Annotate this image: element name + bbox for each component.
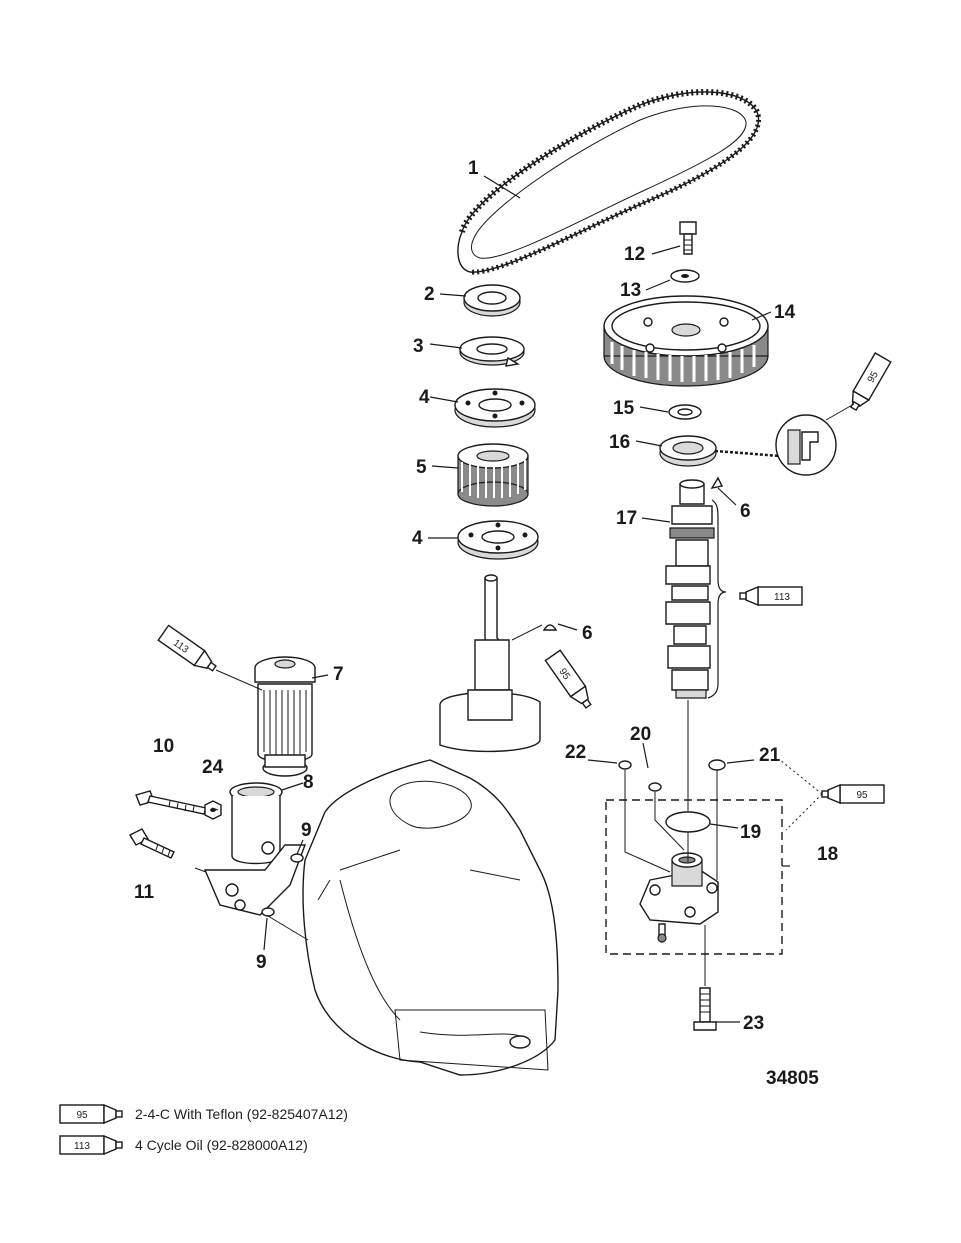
oil-pump-assembly-box <box>605 799 783 955</box>
crankshaft <box>439 574 543 753</box>
callout-15: 15 <box>613 398 635 419</box>
callout-4-upper: 4 <box>419 387 430 408</box>
washer-13 <box>670 269 700 283</box>
oil-seal <box>659 435 717 467</box>
callout-3: 3 <box>413 336 424 357</box>
callout-9-upper: 9 <box>301 820 312 841</box>
tab-washer <box>459 336 525 367</box>
oil-filter <box>254 656 316 777</box>
legend-tube-113: 113 <box>59 1134 123 1156</box>
lube-tube-113-camshaft: 113 <box>739 585 803 607</box>
callout-22: 22 <box>565 742 586 763</box>
lube-tube-95-seal: 95 <box>849 352 892 412</box>
callout-17: 17 <box>616 508 637 529</box>
dowel-9-upper <box>290 853 304 863</box>
o-ring-21 <box>708 759 726 771</box>
legend-tube-95: 95 <box>59 1103 123 1125</box>
bolt-10 <box>135 790 207 815</box>
tube-label: 95 <box>856 790 868 801</box>
seal-detail-inset <box>714 414 837 476</box>
lube-tube-95-pump: 95 <box>821 783 885 805</box>
legend-text: 2-4-C With Teflon (92-825407A12) <box>135 1106 348 1122</box>
oil-pump <box>639 852 719 925</box>
reference-number: 34805 <box>766 1068 819 1089</box>
legend-row-95: 95 2-4-C With Teflon (92-825407A12) <box>59 1103 348 1125</box>
bolt-12 <box>679 221 697 255</box>
legend-tube-label: 113 <box>74 1141 90 1152</box>
flange-plate-upper <box>454 388 536 428</box>
camshaft <box>665 479 715 699</box>
callout-21: 21 <box>759 745 781 766</box>
callout-9-lower: 9 <box>256 952 267 973</box>
callout-4-lower: 4 <box>412 528 423 549</box>
callout-8: 8 <box>303 772 314 793</box>
woodruff-key-cam <box>710 476 724 489</box>
washer-15 <box>668 404 702 420</box>
cylinder-block <box>302 759 559 1076</box>
lube-bracket <box>707 499 727 699</box>
callout-1: 1 <box>468 158 479 179</box>
o-ring-19 <box>665 811 711 833</box>
callout-11: 11 <box>134 882 155 903</box>
woodruff-key-crank <box>542 624 558 631</box>
callout-10: 10 <box>153 736 174 757</box>
callout-5: 5 <box>416 457 427 478</box>
camshaft-pulley <box>603 295 769 387</box>
callout-12: 12 <box>624 244 645 265</box>
nut-24 <box>204 800 222 820</box>
lube-tube-113-filter: 113 <box>157 624 217 672</box>
dowel-22 <box>618 760 632 770</box>
callout-19: 19 <box>740 822 761 843</box>
callout-24: 24 <box>202 757 224 778</box>
crankshaft-sprocket <box>457 443 529 507</box>
dowel-20 <box>648 782 662 792</box>
dowel-9-lower <box>261 907 275 917</box>
callout-13: 13 <box>620 280 641 301</box>
bolt-23 <box>693 987 717 1031</box>
callout-2: 2 <box>424 284 435 305</box>
oil-filter-housing <box>203 782 307 916</box>
callout-7: 7 <box>333 664 344 685</box>
callout-6-crank: 6 <box>582 623 593 644</box>
lube-tube-95-dowel: 95 <box>544 649 592 709</box>
tube-label: 113 <box>774 592 790 603</box>
timing-belt <box>457 88 761 275</box>
callout-14: 14 <box>774 302 796 323</box>
callout-16: 16 <box>609 432 630 453</box>
callout-23: 23 <box>743 1013 764 1034</box>
nut <box>463 284 521 317</box>
pump-screw <box>657 923 667 943</box>
legend-text: 4 Cycle Oil (92-828000A12) <box>135 1137 308 1153</box>
legend-row-113: 113 4 Cycle Oil (92-828000A12) <box>59 1134 308 1156</box>
legend-tube-label: 95 <box>76 1110 88 1121</box>
tube-label: 95 <box>866 369 881 385</box>
callout-6-cam: 6 <box>740 501 751 522</box>
callout-20: 20 <box>630 724 651 745</box>
bolt-11 <box>129 828 175 859</box>
callout-18: 18 <box>817 844 838 865</box>
flange-plate-lower <box>457 520 539 560</box>
